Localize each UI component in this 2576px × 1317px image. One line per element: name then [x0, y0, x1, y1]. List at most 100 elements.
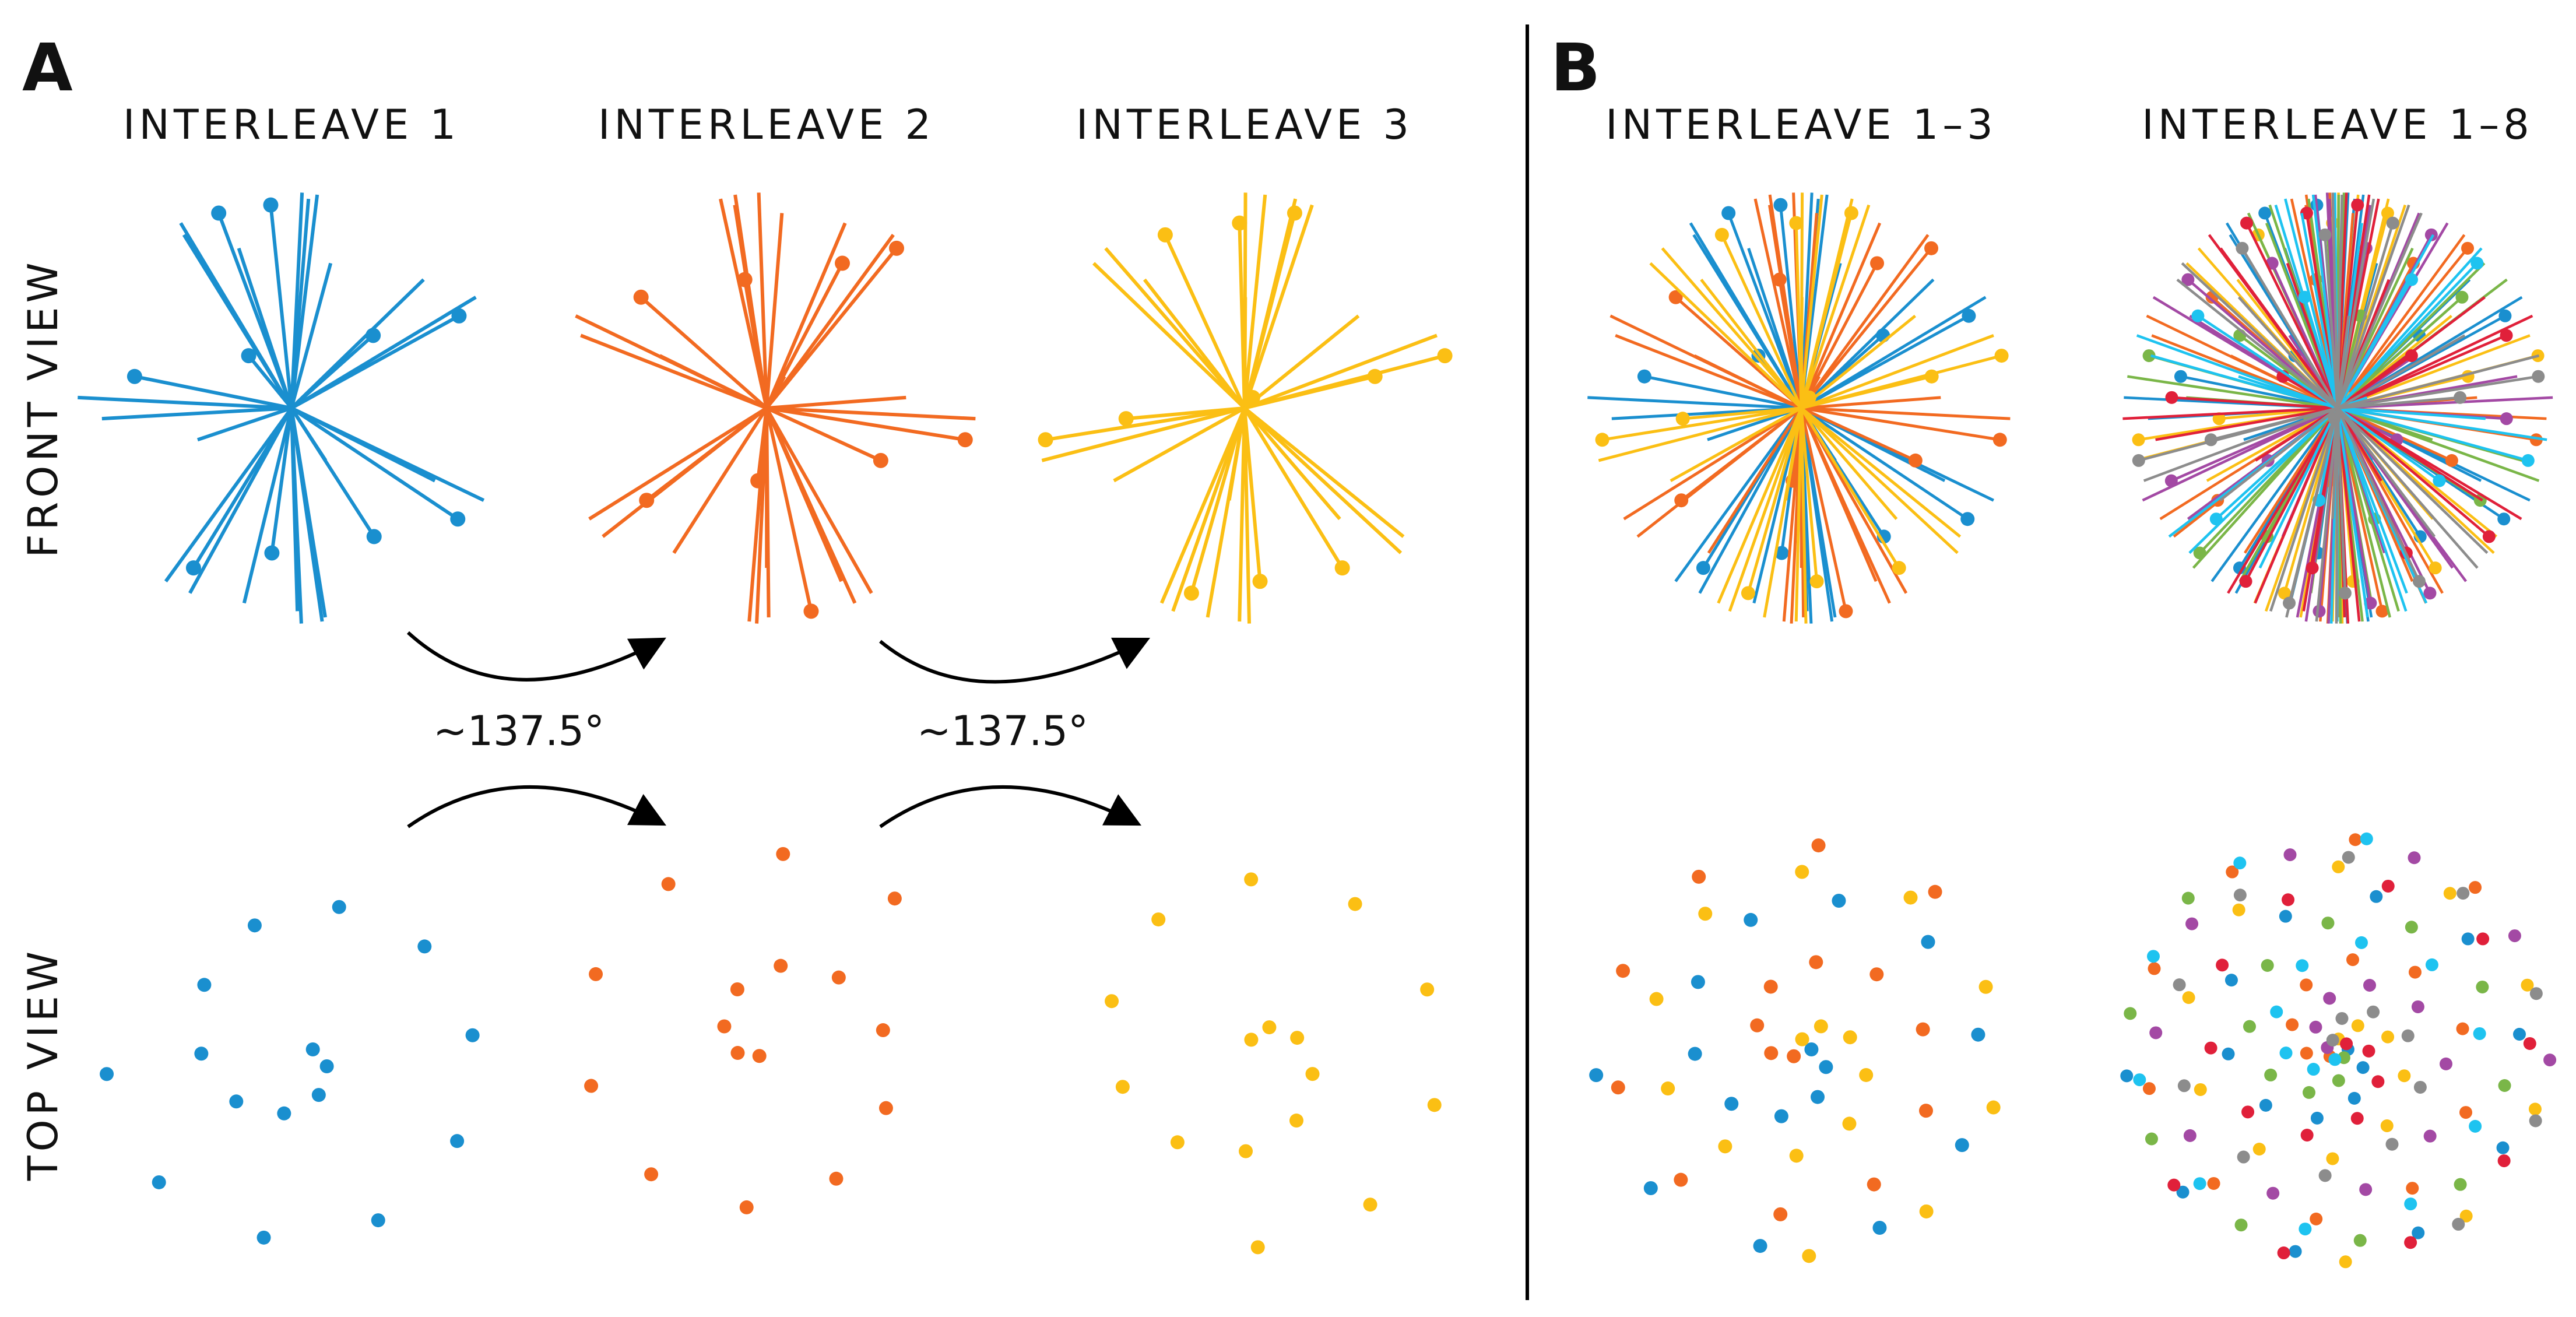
trajectory-endpoint [1289, 1114, 1303, 1128]
trajectory-line [672, 407, 768, 554]
trajectory-endpoint [737, 272, 753, 287]
trajectory-line [2336, 354, 2413, 409]
trajectory-line [1779, 205, 1803, 409]
trajectory-line [1800, 407, 1959, 554]
trajectory-line [743, 279, 768, 409]
trajectory-endpoint [889, 240, 905, 256]
trajectory-endpoint [1741, 586, 1755, 600]
trajectory-endpoint [152, 1175, 166, 1189]
trajectory-line [2336, 407, 2382, 482]
trajectory-line [1800, 212, 1853, 409]
trajectory-endpoint [2456, 887, 2470, 900]
trajectory-line [2337, 396, 2553, 410]
trajectory-endpoint [2512, 1027, 2526, 1041]
front-view-interleave-1-3 [1587, 192, 2011, 624]
trajectory-line [2254, 408, 2339, 604]
trajectory-endpoint [2408, 965, 2422, 979]
trajectory-line [2176, 278, 2339, 409]
trajectory-endpoint [1157, 227, 1173, 243]
trajectory-endpoint [2406, 1182, 2419, 1195]
trajectory-endpoint [1595, 433, 1609, 447]
trajectory-endpoint [873, 452, 888, 468]
trajectory-endpoint [1811, 838, 1826, 853]
trajectory-endpoint [2497, 1154, 2511, 1168]
trajectory-line [2336, 408, 2391, 618]
trajectory-line [2337, 406, 2540, 482]
trajectory-endpoint [2132, 454, 2145, 467]
trajectory-line [765, 406, 882, 462]
trajectory-line [2337, 354, 2540, 410]
trajectory-endpoint [2429, 561, 2442, 575]
trajectory-endpoint [2233, 856, 2247, 870]
trajectory-endpoint [1867, 1177, 1881, 1192]
trajectory-line [1800, 234, 1930, 409]
trajectory-endpoint [2404, 1236, 2417, 1249]
trajectory-endpoint [2543, 1053, 2557, 1067]
trajectory-line [134, 374, 292, 410]
trajectory-line [2171, 396, 2338, 410]
trajectory-line [2337, 334, 2507, 410]
column-title-interleave-1-3: INTERLEAVE 1–3 [1605, 101, 1997, 149]
trajectory-endpoint [1789, 216, 1804, 230]
trajectory-line [1693, 354, 1802, 410]
trajectory-endpoint [2500, 412, 2513, 426]
trajectory-endpoint [417, 939, 432, 954]
trajectory-line [1143, 278, 1246, 409]
trajectory-endpoint [1611, 1080, 1625, 1095]
top-view-interleave-2 [584, 847, 902, 1214]
trajectory-endpoint [1661, 1081, 1675, 1096]
trajectory-line [1243, 408, 1262, 582]
trajectory-line [2206, 407, 2339, 482]
trajectory-line [2337, 406, 2547, 441]
rotation-arrow-top-2-3 [879, 785, 1142, 828]
trajectory-line [1206, 408, 1246, 618]
trajectory-endpoint [2498, 1079, 2511, 1093]
trajectory-line [2192, 407, 2339, 569]
trajectory-endpoint [2433, 474, 2446, 487]
trajectory-endpoint [1986, 1100, 2001, 1115]
trajectory-endpoint [2300, 978, 2313, 992]
trajectory-line [2336, 407, 2490, 538]
trajectory-endpoint [2461, 241, 2475, 255]
trajectory-endpoint [371, 1213, 385, 1228]
trajectory-line [2337, 406, 2529, 462]
trajectory-endpoint [2270, 1005, 2283, 1019]
trajectory-line [588, 406, 768, 521]
trajectory-line [1800, 194, 1823, 409]
trajectory-line [1800, 407, 1900, 569]
trajectory-endpoint [2234, 1218, 2248, 1232]
trajectory-endpoint [1151, 912, 1166, 927]
trajectory-line [2285, 408, 2339, 618]
trajectory-endpoint [1305, 1067, 1320, 1081]
trajectory-line [1801, 334, 1994, 410]
trajectory-line [1104, 247, 1246, 409]
trajectory-endpoint [2398, 1069, 2411, 1083]
trajectory-endpoint [2351, 1019, 2364, 1032]
trajectory-endpoint [2149, 1026, 2163, 1039]
trajectory-line [1164, 234, 1246, 409]
trajectory-endpoint [2404, 1197, 2417, 1211]
trajectory-endpoint [2310, 1212, 2323, 1225]
trajectory-endpoint [366, 328, 381, 343]
trajectory-line [2336, 408, 2361, 622]
trajectory-line [290, 262, 333, 409]
trajectory-line [1243, 407, 1344, 569]
trajectory-endpoint [1774, 546, 1789, 560]
trajectory-line [1700, 279, 1802, 409]
trajectory-endpoint [2375, 605, 2389, 618]
trajectory-endpoint [2309, 1020, 2322, 1034]
trajectory-endpoint [100, 1067, 114, 1081]
trajectory-line [2336, 212, 2423, 409]
trajectory-line [237, 247, 293, 409]
trajectory-endpoint [1994, 349, 2009, 363]
trajectory-line [1800, 406, 1916, 462]
trajectory-endpoint [2349, 833, 2362, 847]
trajectory-endpoint [2351, 198, 2364, 212]
trajectory-line [2122, 406, 2338, 420]
trajectory-line [2269, 408, 2339, 612]
trajectory-endpoint [311, 1088, 326, 1102]
trajectory-endpoint [2318, 1169, 2332, 1182]
trajectory-endpoint [256, 1230, 271, 1245]
rotation-arrow-front-2-3 [879, 637, 1151, 684]
